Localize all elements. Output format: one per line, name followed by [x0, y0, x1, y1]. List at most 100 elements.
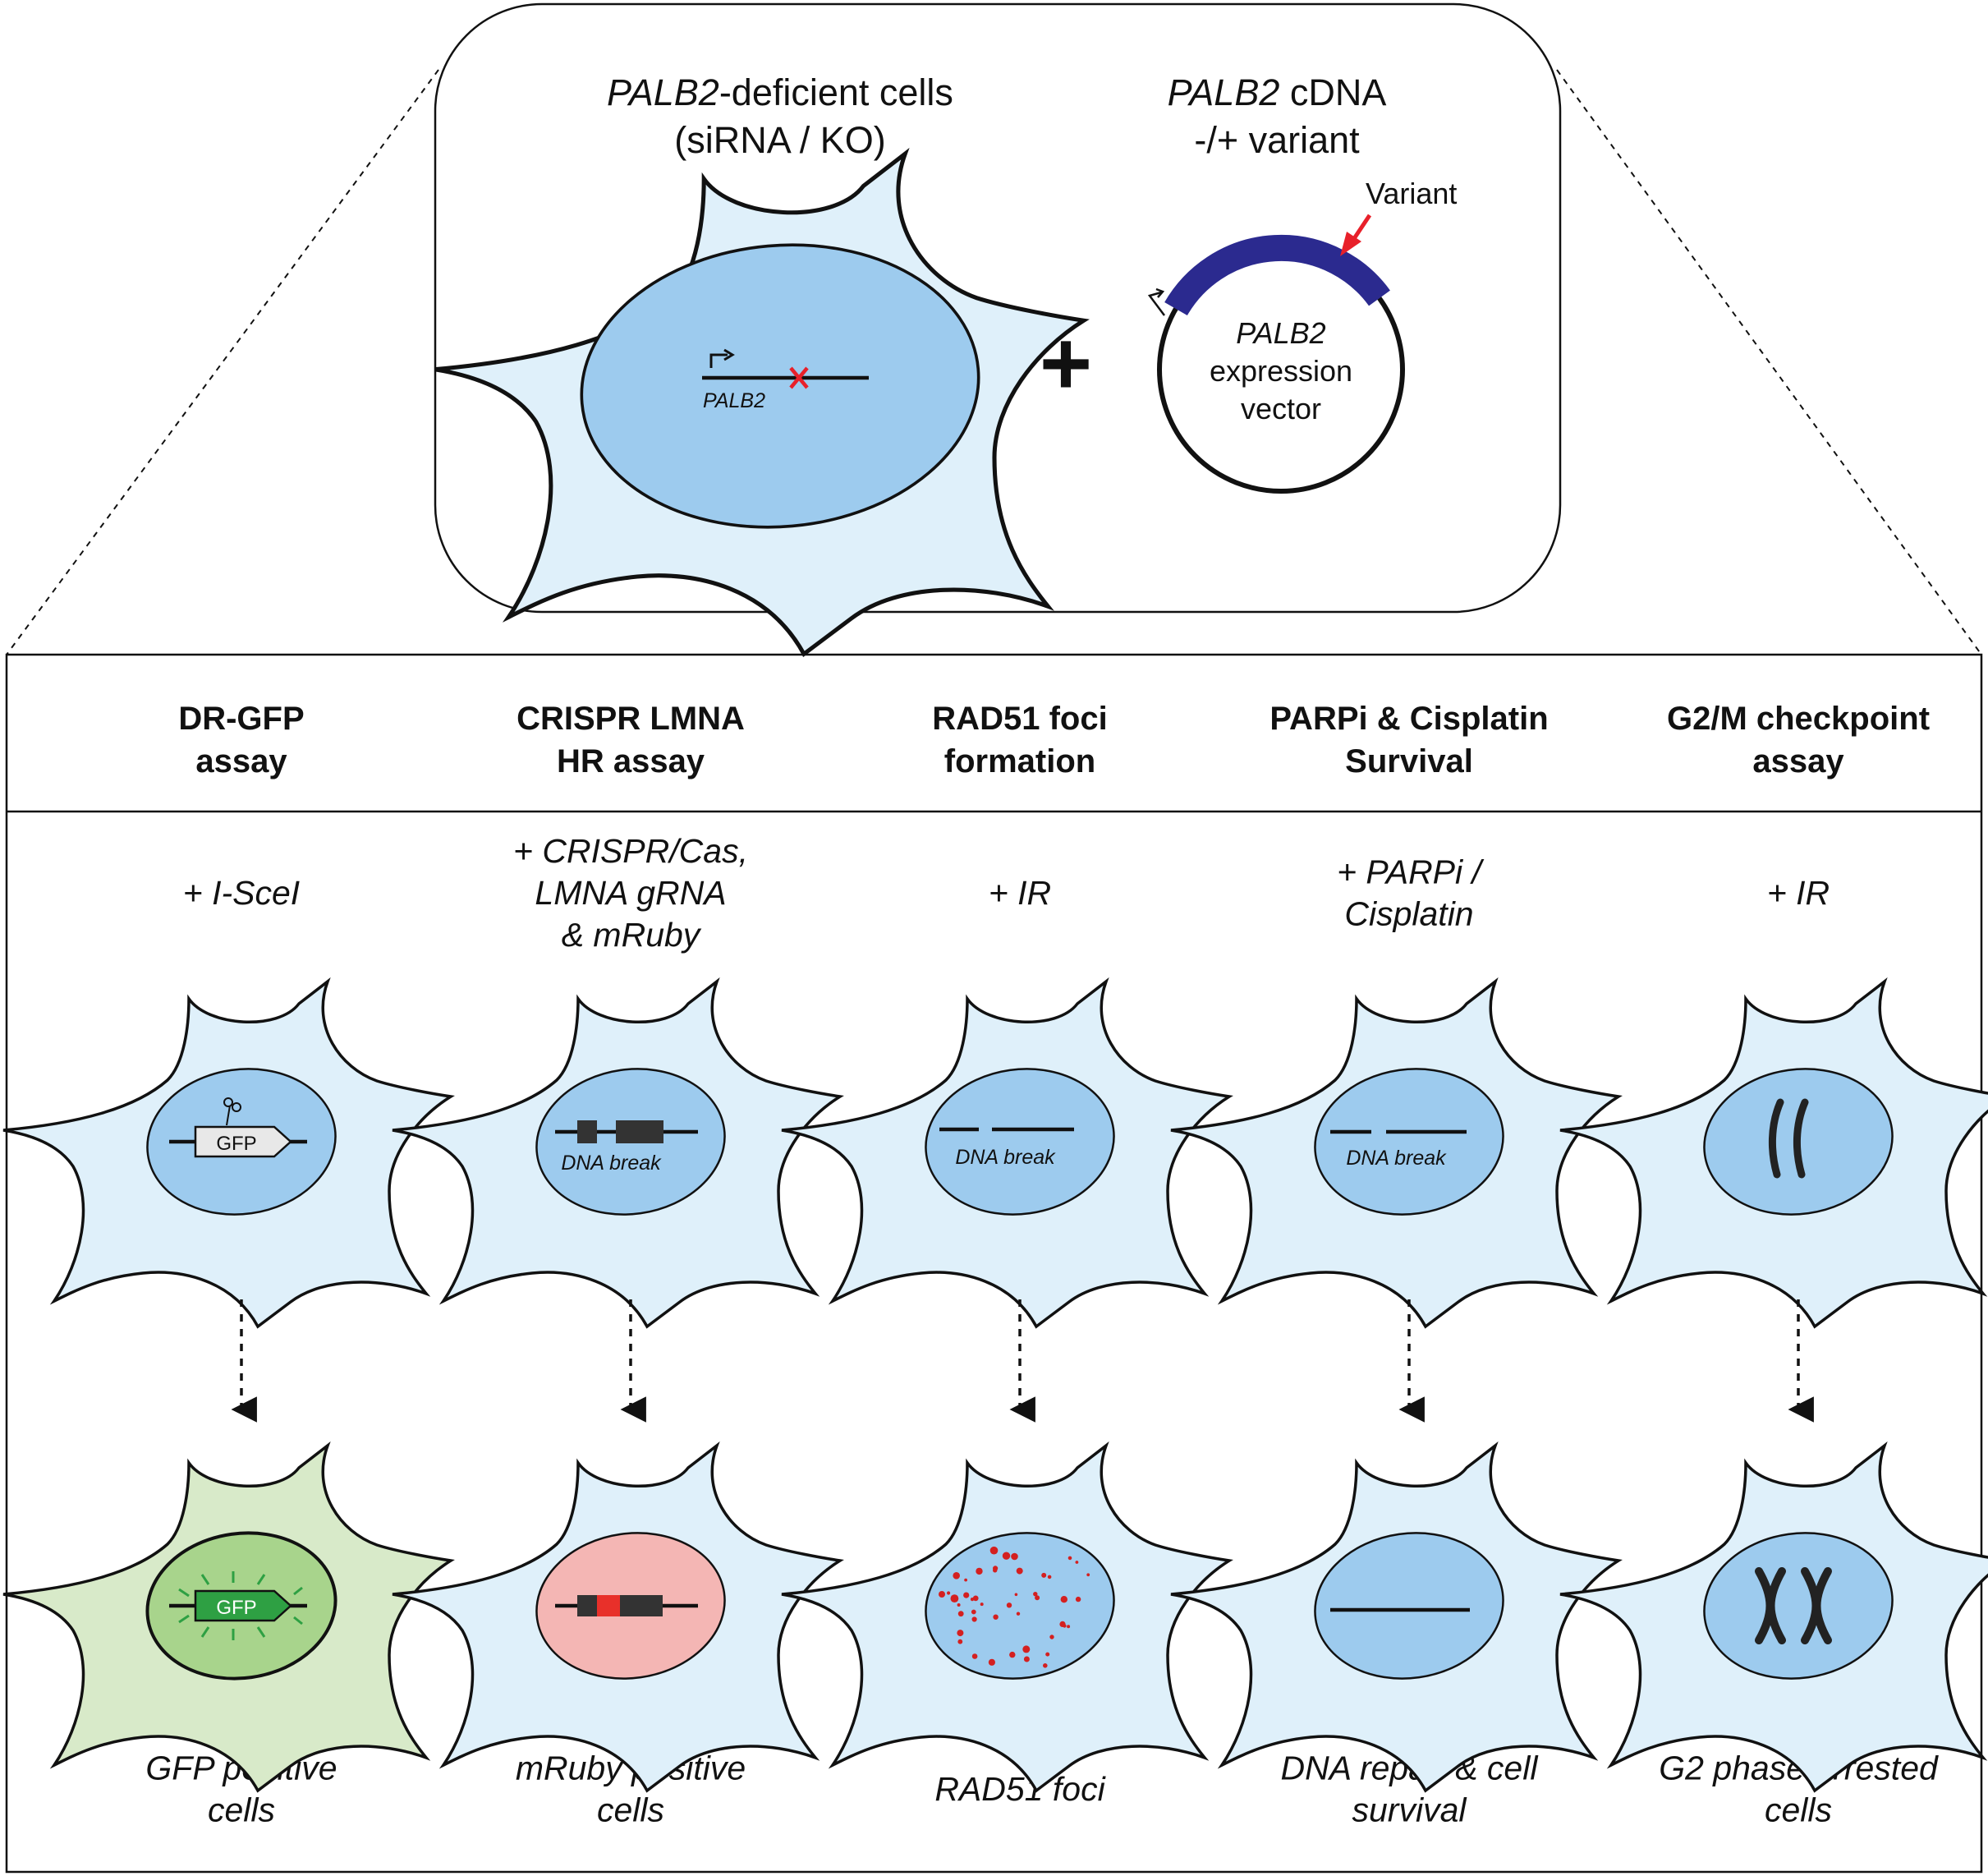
knockout-cross-icon [789, 366, 809, 389]
rad51-focus-dot [939, 1591, 945, 1598]
assay-header-line: Survival [1345, 743, 1473, 779]
rad51-focus-dot [1047, 1575, 1052, 1579]
assay-results: GFP positivecellsmRuby positivecellsRAD5… [145, 1750, 1939, 1829]
drgfp-cell-before: GFP [2, 980, 452, 1328]
exon-block [616, 1120, 663, 1143]
cell-nucleus [1314, 1068, 1504, 1216]
assay-header-line: HR assay [557, 743, 705, 779]
rad51-focus-dot [1059, 1621, 1066, 1627]
gene-label: PALB2 [703, 389, 765, 412]
rad51-focus-dot [957, 1639, 963, 1644]
rad51-focus-dot [1075, 1596, 1081, 1602]
rad51-focus-dot [1086, 1573, 1090, 1577]
rad51-focus-dot [1033, 1592, 1038, 1597]
rad51-focus-dot [957, 1630, 964, 1637]
assay-header-line: PARPi & Cisplatin [1269, 701, 1548, 737]
glow-icon [178, 1571, 303, 1640]
rad51-focus-dot [1049, 1635, 1054, 1639]
rad51-focus-dot [964, 1578, 967, 1582]
assay-condition-line: Cisplatin [1344, 895, 1473, 933]
bottom-panel-frame [5, 653, 1983, 1874]
cells-label-line2: (siRNA / KO) [674, 119, 886, 161]
rad51-focus-dot [950, 1594, 959, 1602]
parpi-cell-before: DNA break [1169, 980, 1620, 1328]
assay-result-line: cells [208, 1791, 275, 1829]
rad51-focus-dot [993, 1568, 998, 1573]
plus-sign: + [1040, 313, 1092, 414]
plasmid-promoter-icon [1147, 291, 1165, 316]
rad51-cell-after [780, 1444, 1231, 1792]
assay-result-line: RAD51 foci [934, 1770, 1106, 1808]
drgfp-cell-after: GFP [2, 1444, 452, 1792]
rad51-focus-dot [993, 1614, 999, 1620]
rad51-focus-dot [1002, 1552, 1011, 1560]
rad51-focus-dot [953, 1572, 960, 1579]
rad51-focus-dot [980, 1602, 984, 1607]
palb2-insert [1164, 234, 1390, 316]
assay-condition-line: + CRISPR/Cas, [513, 832, 748, 870]
promoter-arrow-icon [709, 353, 728, 368]
assay-header-line: assay [195, 743, 287, 779]
condensed-chromosome-icon [1755, 1567, 1832, 1644]
mruby-insert [597, 1595, 620, 1616]
variant-label: Variant [1366, 177, 1457, 210]
rad51-focus-dot [976, 1567, 983, 1575]
gfp-label: GFP [216, 1133, 256, 1155]
rad51-focus-dot [989, 1546, 999, 1555]
plasmid-line2: expression [1210, 354, 1352, 388]
rad51-focus-dot [1009, 1651, 1016, 1658]
crispr-cell-after [391, 1444, 842, 1792]
rad51-cell-before: DNA break [780, 980, 1231, 1328]
rad51-focus-dot [988, 1658, 995, 1666]
assay-result-line: cells [1765, 1791, 1832, 1829]
zoom-line-left [6, 69, 439, 655]
assay-condition-line: LMNA gRNA [535, 874, 726, 912]
cell-nucleus [1703, 1532, 1894, 1680]
rad51-focus-dot [970, 1598, 975, 1602]
rad51-focus-dot [1060, 1596, 1067, 1603]
scissors-icon [223, 1097, 241, 1126]
rad51-focus-dot [1067, 1556, 1072, 1561]
rad51-focus-dot [963, 1592, 970, 1598]
rad51-focus-dot [1023, 1656, 1030, 1662]
assay-condition-line: + IR [1767, 874, 1830, 912]
parpi-cell-after [1169, 1444, 1620, 1792]
chromosome-icon [1768, 1098, 1784, 1179]
g2m-cell-after [1559, 1444, 1988, 1792]
rad51-focus-dot [1067, 1625, 1071, 1629]
plasmid-line1: PALB2 [1236, 316, 1325, 350]
assay-condition-line: + PARPi / [1337, 853, 1484, 891]
cell-nucleus [925, 1068, 1115, 1216]
assay-condition-line: + IR [989, 874, 1051, 912]
rad51-focus-dot [1022, 1645, 1031, 1653]
rad51-focus-dot [971, 1653, 978, 1659]
g2m-cell-before [1559, 980, 1988, 1328]
gfp-reporter-box [194, 1125, 292, 1158]
dna-break-label: DNA break [561, 1152, 662, 1175]
rad51-focus-dot [1043, 1663, 1048, 1668]
palb2-gene: PALB2 [702, 348, 869, 412]
rad51-focus-dot [971, 1609, 976, 1615]
cell-nucleus [580, 243, 980, 529]
rad51-focus-dot [1045, 1652, 1050, 1657]
rad51-focus-dot [1011, 1552, 1018, 1561]
gfp-reporter-box [194, 1589, 292, 1622]
rad51-focus-dot [1014, 1593, 1018, 1597]
rad51-focus-dot [1016, 1567, 1023, 1575]
rad51-foci [939, 1546, 1090, 1668]
assay-result-line: survival [1352, 1791, 1468, 1829]
rad51-focus-dot [1075, 1561, 1079, 1564]
gfp-label: GFP [216, 1597, 256, 1619]
cell-nucleus [1314, 1532, 1504, 1680]
rad51-focus-dot [1006, 1602, 1012, 1608]
cells-label-line1: PALB2-deficient cells [607, 71, 953, 113]
exon-block [577, 1595, 597, 1616]
assay-header-line: RAD51 foci [932, 701, 1107, 737]
top-panel: PALB2-deficient cells (siRNA / KO) PALB2… [6, 2, 1982, 655]
plasmid-line3: vector [1241, 392, 1321, 425]
cell-nucleus [925, 1532, 1115, 1680]
rad51-focus-dot [1041, 1572, 1047, 1578]
process-arrows [231, 1299, 1814, 1423]
dna-break-label: DNA break [955, 1146, 1056, 1169]
